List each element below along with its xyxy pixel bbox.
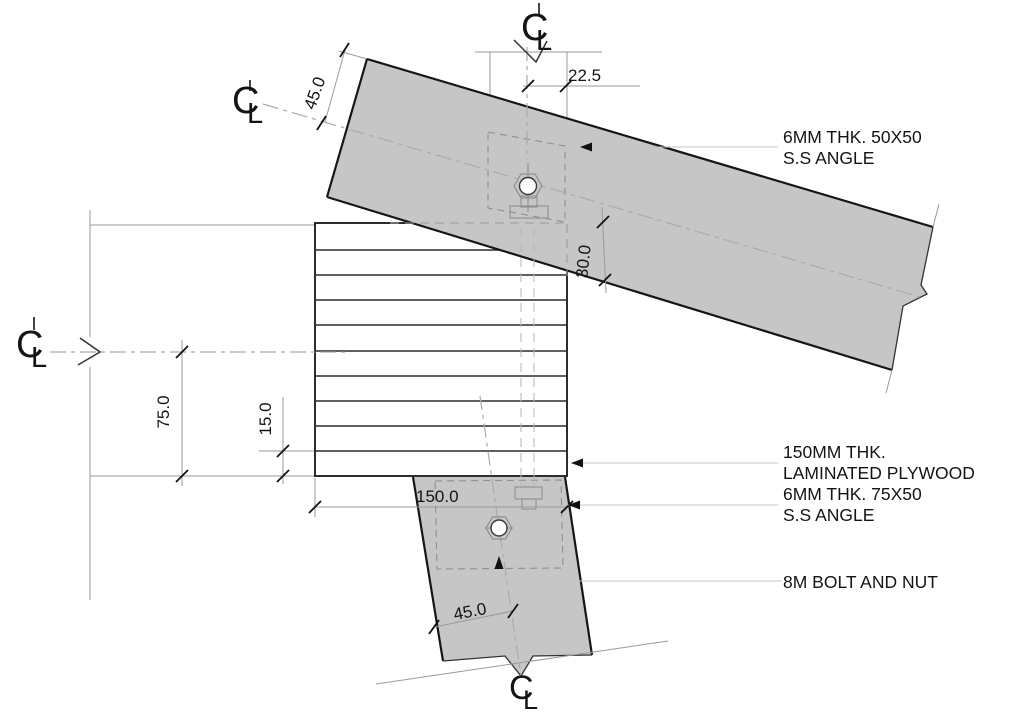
upper-beam-left-edge <box>325 58 369 198</box>
dim-cl-offset: 22.5 <box>521 66 640 93</box>
centerline-symbol-upper-left: C L <box>232 80 263 130</box>
dim-ply-width: 150.0 <box>308 487 574 514</box>
centerline-symbol-top: C L <box>521 3 552 57</box>
dim-beam-half-width: 45.0 <box>300 42 350 131</box>
dimension-tick <box>598 273 612 287</box>
plywood-outline <box>314 222 568 477</box>
dimension-text: 150.0 <box>416 487 459 506</box>
upper-angle-label-line1: 6MM THK. 50X50 <box>783 127 922 147</box>
break-extension-line <box>375 640 669 685</box>
lower-angle-label-line2: S.S ANGLE <box>783 505 874 525</box>
dimension-line <box>433 610 514 628</box>
upper-beam-top-edge <box>366 57 934 229</box>
dimension-tick <box>507 603 519 619</box>
plywood-lamination-lines <box>315 249 567 452</box>
hidden-lower-angle-outline <box>434 479 564 570</box>
lower-member-right-edge <box>563 476 594 656</box>
break-marks <box>77 39 548 366</box>
dimension-tick <box>316 115 327 131</box>
lower-nut-body <box>521 498 537 510</box>
centerline-symbol-c: C <box>521 7 548 49</box>
upper-nut-flange <box>509 205 549 219</box>
top-line-break-mark <box>513 39 548 64</box>
upper-nut-body <box>520 195 538 208</box>
dimension-tick <box>276 444 290 458</box>
extension-lines <box>89 50 602 600</box>
beam-centerline <box>262 103 921 298</box>
centerline-symbol-l: L <box>536 25 552 57</box>
centerline-symbol-c: C <box>16 324 43 366</box>
dimension-tick <box>521 79 535 93</box>
upper-angle-label-line2: S.S ANGLE <box>783 148 874 168</box>
dim-angle-leg: 30.0 <box>572 206 612 294</box>
dim-ply-half: 75.0 <box>154 340 189 486</box>
dimension-tick <box>339 42 350 58</box>
upper-bolt-hex-head <box>513 173 543 199</box>
dimension-tick <box>428 619 440 635</box>
lower-member-left-edge <box>411 476 445 662</box>
bolt-label: 8M BOLT AND NUT <box>783 572 938 592</box>
upper-beam <box>325 57 940 394</box>
lower-angle-label-line1: 6MM THK. 75X50 <box>783 484 922 504</box>
annotations: 6MM THK. 50X50 S.S ANGLE 150MM THK. LAMI… <box>494 127 975 592</box>
dimension-tick <box>308 500 322 514</box>
dim-ply-layer: 15.0 <box>256 397 290 484</box>
plywood-label-line1: 150MM THK. <box>783 442 886 462</box>
plywood-label-line2: LAMINATED PLYWOOD <box>783 463 975 483</box>
dimension-text: 75.0 <box>154 395 173 428</box>
centerline-symbol-l: L <box>247 98 263 130</box>
break-overshoot-line <box>885 369 893 394</box>
dimension-text: 45.0 <box>300 74 329 112</box>
break-overshoot-line <box>932 203 940 228</box>
centerline-symbol-c: C <box>509 669 534 707</box>
centerline-symbol-l: L <box>523 685 538 715</box>
upper-bolt-hole <box>518 176 538 196</box>
hidden-upper-angle-outline <box>487 131 566 223</box>
dimension-tick <box>560 500 574 514</box>
leader-arrowhead <box>568 500 580 510</box>
centerline-symbol-l: L <box>31 342 47 374</box>
dimension-text: 15.0 <box>256 402 275 435</box>
dimension-line <box>324 49 346 123</box>
centerline-symbol-c: C <box>232 80 259 122</box>
hidden-lines <box>390 131 568 570</box>
upper-beam-break-edge <box>891 226 934 371</box>
dimension-tick <box>596 215 610 229</box>
bolts <box>485 173 549 540</box>
leader-arrowhead <box>571 458 583 468</box>
dimension-text: 22.5 <box>568 66 601 85</box>
laminated-plywood <box>314 222 568 477</box>
leader-arrowhead <box>494 556 504 569</box>
dimension-tick <box>276 469 290 483</box>
lower-bolt-hex-head <box>485 516 513 540</box>
dimension-text: 30.0 <box>572 244 594 279</box>
centerline-symbols: C L C L C L C L <box>16 3 552 715</box>
centerline-symbol-bottom: C L <box>509 669 538 715</box>
leader-arrowhead <box>580 142 592 152</box>
left-line-break-mark <box>77 337 102 366</box>
dimension-tick <box>175 345 189 359</box>
lower-bolt-hole <box>490 519 508 537</box>
centerline-symbol-left: C L <box>16 317 47 374</box>
dimension-tick <box>175 469 189 483</box>
dimension-tick <box>559 79 573 93</box>
upper-beam-fill <box>327 59 933 370</box>
upper-beam-bottom-edge <box>326 195 893 372</box>
